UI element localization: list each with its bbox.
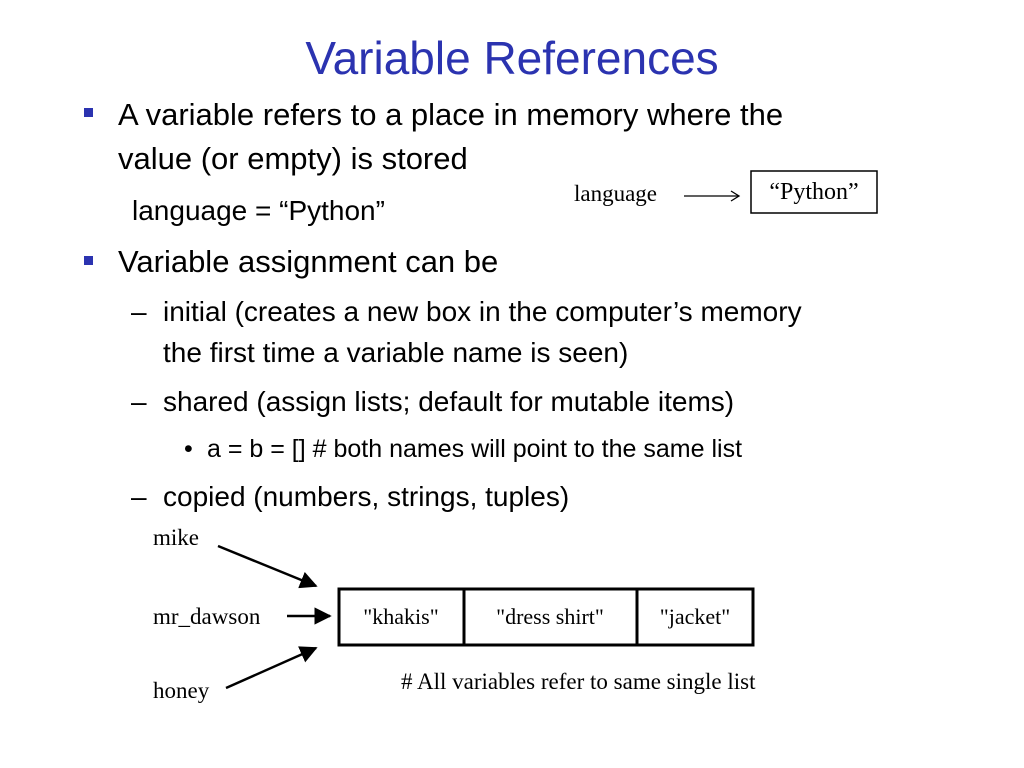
list-cell-dress-shirt: "dress shirt" [496, 604, 604, 629]
dash-marker: – [131, 296, 147, 327]
list-cell-khakis: "khakis" [363, 604, 438, 629]
bullet-1-line-2: value (or empty) is stored [118, 141, 468, 176]
python-value-box: “Python” [769, 179, 859, 205]
sub-bullet-initial-line-1: initial (creates a new box in the comput… [163, 296, 802, 327]
list-cell-jacket: "jacket" [660, 604, 730, 629]
mike-arrow [217, 544, 318, 589]
square-bullet-icon [84, 108, 93, 117]
bullet-2: Variable assignment can be [118, 244, 499, 279]
sub-bullet-shared: shared (assign lists; default for mutabl… [163, 386, 735, 417]
name-mr-dawson: mr_dawson [153, 604, 261, 629]
slide-title: Variable References [305, 32, 719, 84]
square-bullet-icon [84, 256, 93, 265]
sub-bullet-copied: copied (numbers, strings, tuples) [163, 481, 570, 512]
diagram-caption: # All variables refer to same single lis… [401, 669, 756, 694]
name-honey: honey [153, 678, 210, 703]
name-mike: mike [153, 525, 199, 550]
sub-bullet-initial-line-2: the first time a variable name is seen) [163, 337, 629, 368]
honey-arrow [225, 646, 318, 690]
sub-sub-bullet-example: a = b = [] # both names will point to th… [207, 435, 743, 463]
variable-label: language [574, 181, 658, 206]
dash-marker: – [131, 481, 147, 512]
bullet-1-line-1: A variable refers to a place in memory w… [118, 97, 784, 132]
dash-marker: – [131, 386, 147, 417]
list-box [337, 587, 755, 647]
code-example: language = “Python” [132, 195, 385, 226]
dot-marker: • [184, 435, 193, 463]
